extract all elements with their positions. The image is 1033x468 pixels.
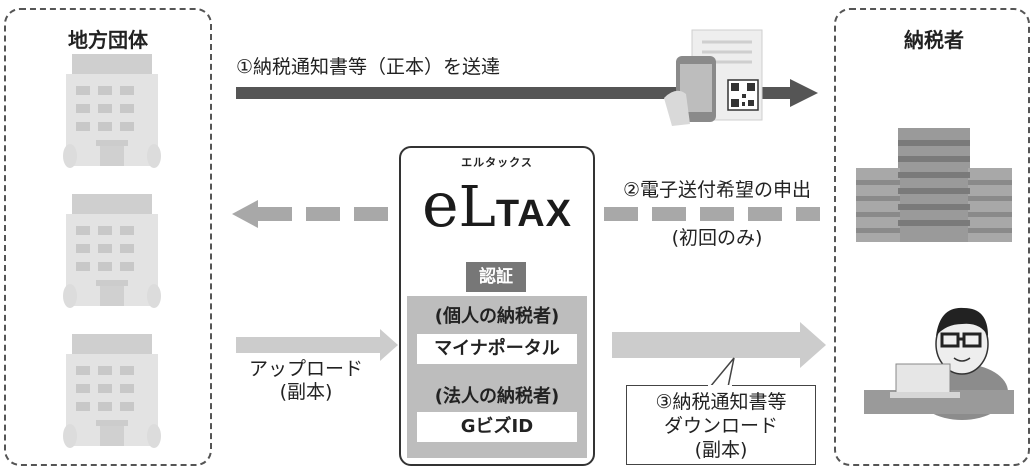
eltax-ruby: エルタックス xyxy=(461,156,533,169)
taxpayer-panel xyxy=(834,8,1030,466)
individual-heading: (個人の納税者) xyxy=(434,306,560,327)
request-sublabel: (初回のみ) xyxy=(671,227,763,249)
download-arrow-shaft xyxy=(612,332,802,358)
government-building-icon xyxy=(63,54,161,168)
eltax-logo-tax: TAX xyxy=(495,193,573,235)
office-building-icon xyxy=(856,128,1012,242)
eltax-logo-e: e xyxy=(421,168,459,241)
request-label: ②電子送付希望の申出 xyxy=(622,179,812,201)
download-sublabel: ダウンロード xyxy=(663,415,778,437)
eltax-logo: eLTAX xyxy=(401,168,593,241)
auth-badge: 認証 xyxy=(466,262,526,292)
callout-pointer xyxy=(708,357,735,388)
download-label: ③納税通知書等 xyxy=(655,391,787,413)
mynaportal-box: マイナポータル xyxy=(417,334,577,364)
upload-sublabel: (副本) xyxy=(279,381,333,403)
government-building-icon xyxy=(63,194,161,308)
gbizid-box: GビズID xyxy=(417,412,577,442)
download-callout: ③納税通知書等 ダウンロード (副本) xyxy=(626,385,816,465)
delivery-label: ①納税通知書等（正本）を送達 xyxy=(236,56,501,78)
local-government-title: 地方団体 xyxy=(68,28,148,52)
upload-label: アップロード xyxy=(248,358,363,380)
download-copy-label: (副本) xyxy=(694,439,748,461)
upload-arrow-shaft xyxy=(236,337,382,353)
corporate-heading: (法人の納税者) xyxy=(434,386,560,407)
upload-arrow-head xyxy=(380,329,398,361)
local-government-panel xyxy=(4,8,212,466)
download-arrow-head xyxy=(800,322,826,368)
person-laptop-icon xyxy=(864,307,1014,420)
government-building-icon xyxy=(63,334,161,448)
delivery-arrow-shaft xyxy=(236,87,792,99)
eltax-logo-l: L xyxy=(458,175,496,240)
auth-methods: (個人の納税者) マイナポータル (法人の納税者) GビズID xyxy=(407,296,587,458)
request-dashed-arrow xyxy=(232,200,820,228)
mobile-document-qr-icon xyxy=(664,29,763,126)
delivery-arrow-head xyxy=(790,79,818,107)
taxpayer-title: 納税者 xyxy=(904,28,964,52)
